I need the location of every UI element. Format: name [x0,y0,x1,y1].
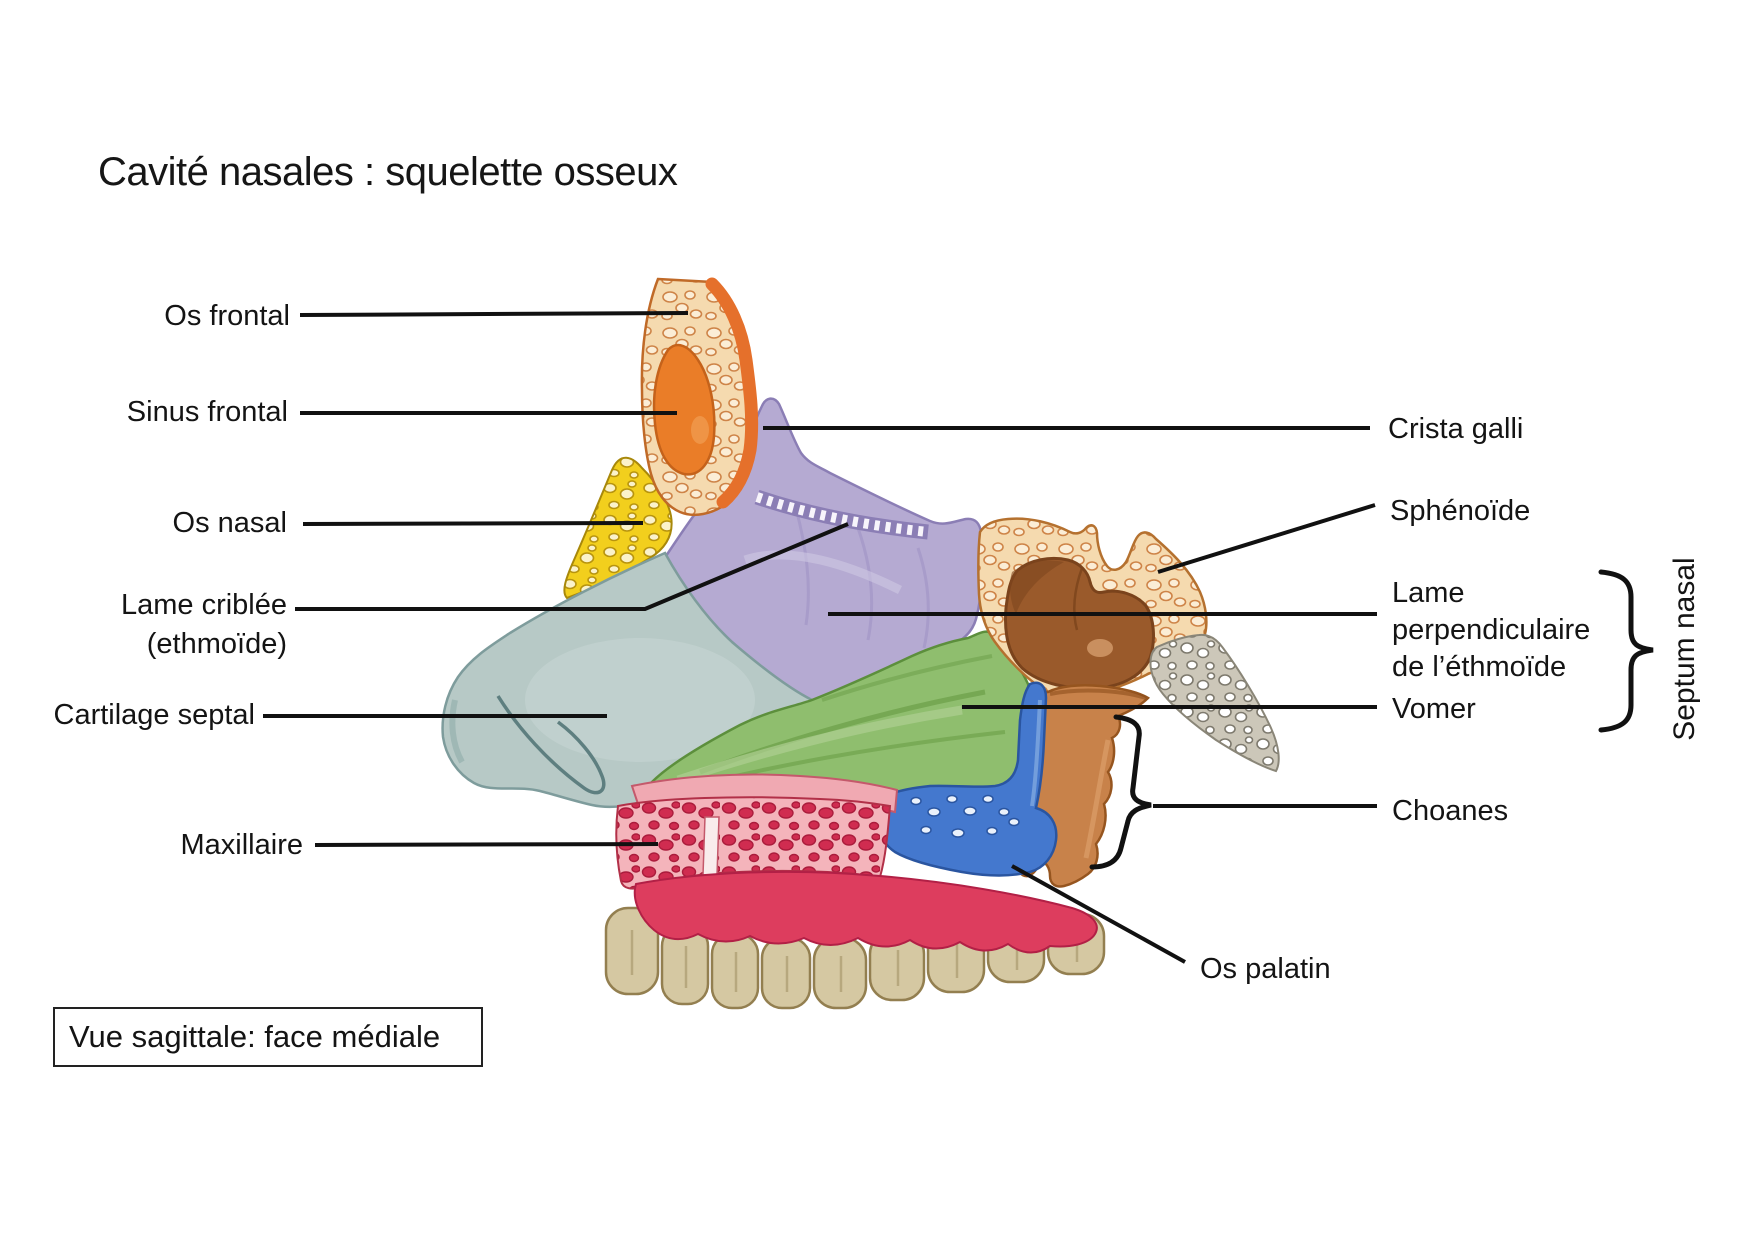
label-lame-perpendiculaire: Lame perpendiculaire de l’éthmoïde [1392,575,1590,686]
septum-nasal-brace [1598,569,1654,733]
gum-shape [633,870,1098,954]
leader-os-nasal [302,521,644,526]
maxilla-shape [615,773,899,890]
leader-os-frontal [299,311,689,317]
label-lame-perpendiculaire-line1: Lame [1392,577,1465,609]
label-crista-galli: Crista galli [1388,413,1524,445]
label-lame-perpendiculaire-line3: de l’éthmoïde [1392,651,1567,683]
caption-box: Vue sagittale: face médiale [53,1007,483,1067]
cribriform-plate-hatch [754,489,929,540]
leader-lame-criblee [295,522,849,611]
sphenoid-bone-shape [977,517,1208,697]
label-maxillaire: Maxillaire [180,829,303,861]
label-septum-nasal: Septum nasal [1668,557,1701,741]
label-lame-perpendiculaire-line2: perpendiculaire [1392,614,1591,646]
leader-maxillaire [314,842,659,847]
label-sphenoide: Sphénoïde [1390,495,1531,527]
label-os-nasal: Os nasal [172,507,287,539]
label-lame-criblee-line1: Lame criblée [120,589,287,621]
label-os-palatin: Os palatin [1200,953,1331,985]
choanes-brace [1089,714,1152,870]
sphenoid-sinus-cavity [1004,556,1155,690]
caption-text: Vue sagittale: face médiale [69,1019,441,1054]
label-choanes: Choanes [1392,795,1509,827]
label-vomer: Vomer [1392,693,1476,725]
leader-sphenoide [1157,503,1376,574]
label-lame-criblee: Lame criblée (ethmoïde) [121,586,287,664]
palatine-bone-shape [872,681,1058,877]
page-title: Cavité nasales : squelette osseux [98,150,678,194]
label-sinus-frontal: Sinus frontal [126,396,288,428]
nasal-bone-shape [563,456,673,600]
label-cartilage-septal: Cartilage septal [53,699,256,731]
label-os-frontal: Os frontal [164,300,290,332]
frontal-bone-shape [640,277,759,516]
pterygoid-wedge-shape [1149,633,1280,773]
leader-os-palatin [1011,864,1186,964]
leader-lines [263,311,1377,964]
label-lame-criblee-line2: (ethmoïde) [146,628,287,660]
